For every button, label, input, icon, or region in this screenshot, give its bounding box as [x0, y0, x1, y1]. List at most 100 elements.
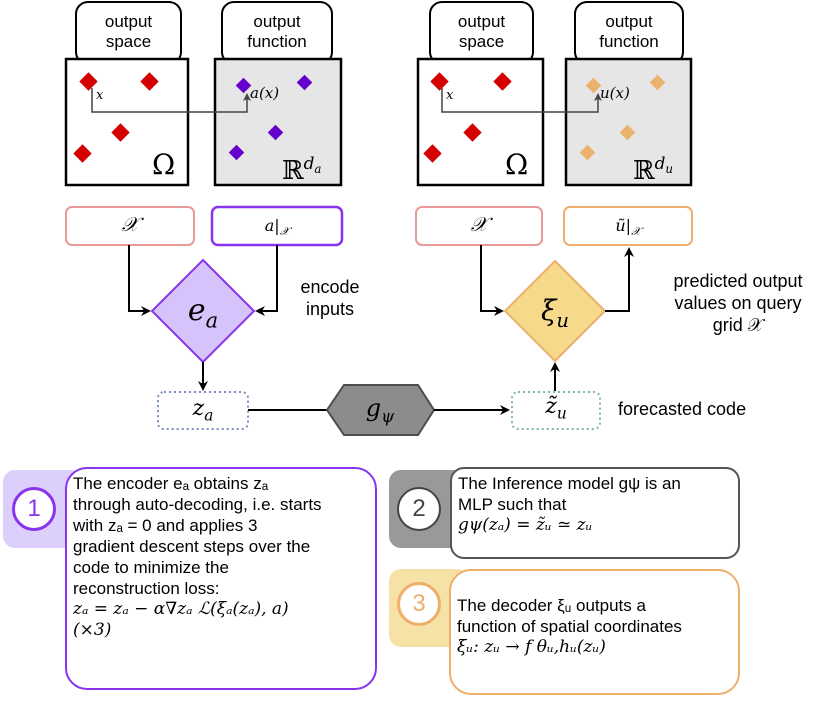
red-point	[493, 72, 512, 91]
forecasted-code-annotation: forecasted code	[618, 399, 747, 419]
inference-sub: ψ	[381, 405, 395, 426]
input-space-panel	[64, 57, 190, 187]
decoder-label: ξu	[515, 296, 595, 336]
code-a-box	[157, 391, 249, 430]
encoder-sub: a	[205, 308, 219, 333]
arrow-grid-to-encoder	[128, 245, 151, 316]
card-2-inference-description: The Inference model gψ is an MLP such th…	[450, 467, 740, 559]
dim-sub: a	[314, 162, 322, 177]
a-bar: a|	[264, 216, 280, 235]
card-line: with zₐ = 0 and applies 3	[73, 516, 258, 535]
card-formula: gψ(zₐ) = z̃ᵤ ≃ zᵤ	[458, 515, 593, 535]
input-function-tab-label: output function	[222, 12, 332, 52]
orange-point	[579, 144, 596, 161]
u-pred-box	[563, 206, 693, 246]
grid-input-left-label: 𝒳	[121, 212, 139, 236]
red-point	[111, 123, 130, 142]
output-space-panel	[416, 57, 545, 187]
card-3-decoder-description: The decoder ξᵤ outputs a function of spa…	[449, 569, 740, 695]
real-symbol: ℝ	[282, 156, 304, 187]
encode-inputs-annotation: encode inputs	[290, 276, 370, 320]
encoder-label: ea	[163, 296, 243, 335]
step-1-badge: 1	[12, 487, 56, 531]
inference-hexagon	[325, 384, 436, 436]
mapping-arrow-u	[441, 88, 602, 113]
red-point	[140, 72, 159, 91]
dim-d: d	[654, 153, 666, 173]
predicted-annotation: predicted output values on query grid 𝒳	[648, 270, 828, 336]
omega-symbol-right: Ω	[505, 148, 529, 181]
code-u-box	[511, 391, 601, 430]
decoder-sub: u	[556, 308, 570, 332]
tab-line: function	[599, 32, 659, 51]
red-point	[73, 144, 92, 163]
annotation-line: values on query	[674, 293, 802, 313]
tab-line: output	[457, 12, 506, 31]
grid-input-right-label: 𝒳	[470, 212, 488, 236]
z-letter: z	[192, 396, 205, 421]
tab-line: output	[104, 12, 153, 31]
decoder-diamond	[503, 259, 607, 363]
code-u-label: z̃u	[512, 396, 600, 424]
grid-sub: 𝒳	[631, 224, 641, 238]
tab-line: space	[105, 32, 152, 51]
output-function-tab-label: output function	[575, 12, 683, 52]
card-line: The decoder ξᵤ outputs a	[457, 596, 646, 615]
u-pred-label: ũ|𝒳	[564, 216, 692, 242]
card-line: The Inference model gψ is an	[458, 474, 681, 493]
output-function-panel	[564, 57, 693, 187]
tab-line: function	[247, 32, 307, 51]
output-space-tab-label: output space	[430, 12, 533, 52]
red-point	[463, 123, 482, 142]
red-point	[423, 144, 442, 163]
xi-letter: ξ	[540, 294, 557, 327]
e-letter: e	[187, 293, 206, 328]
annotation-line: inputs	[305, 299, 355, 319]
annotation-line: grid 𝒳	[712, 315, 764, 335]
red-point	[79, 72, 98, 91]
a-on-grid-label: a|𝒳	[212, 216, 342, 242]
card-line: gradient descent steps over the	[73, 537, 311, 556]
real-space-u-symbol: ℝdu	[633, 148, 673, 186]
step-2-badge: 2	[397, 487, 441, 531]
dim-d: d	[303, 153, 315, 173]
grid-input-box-right	[415, 206, 543, 246]
real-symbol: ℝ	[633, 156, 655, 187]
card-line: through auto-decoding, i.e. starts	[73, 495, 322, 514]
card-line: The encoder eₐ obtains zₐ	[73, 474, 269, 493]
u-tilde-bar: ũ|	[615, 216, 632, 235]
inference-label: gψ	[340, 396, 420, 428]
omega-symbol-left: Ω	[152, 148, 176, 181]
red-point	[430, 72, 449, 91]
tab-line: space	[458, 32, 505, 51]
code-sub: u	[556, 404, 567, 423]
mapping-arrow-a	[91, 88, 251, 113]
output-point-x-label: x	[446, 88, 454, 103]
card-1-encoder-description: The encoder eₐ obtains zₐ through auto-d…	[65, 467, 377, 690]
input-point-x-label: x	[96, 88, 104, 103]
input-space-tab-label: output space	[76, 12, 181, 52]
dim-exponent: da	[303, 153, 322, 177]
dim-sub: u	[665, 162, 674, 177]
dim-exponent: du	[654, 153, 674, 177]
card-formula: ξᵤ: zᵤ → f θᵤ,hᵤ(zᵤ)	[457, 637, 606, 657]
card-line: reconstruction loss:	[73, 579, 220, 598]
arrow-a-to-encoder	[255, 245, 278, 316]
tab-line: output	[253, 12, 301, 31]
a-of-x-label: a(x)	[250, 84, 280, 102]
arrow-grid-to-decoder	[480, 245, 504, 316]
card-line: code to minimize the	[73, 558, 229, 577]
step-3-badge: 3	[397, 582, 441, 626]
annotation-line: encode	[300, 277, 360, 297]
card-formula: (×3)	[73, 620, 112, 640]
code-a-label: za	[158, 398, 248, 426]
annotation-line: predicted output	[673, 271, 803, 291]
input-function-panel	[213, 57, 343, 187]
u-of-x-label: u(x)	[600, 84, 630, 102]
card-line: function of spatial coordinates	[457, 617, 682, 636]
g-letter: g	[365, 394, 382, 422]
card-line: MLP such that	[458, 495, 567, 514]
grid-sub: 𝒳	[279, 224, 290, 238]
card-formula: zₐ = zₐ − α∇zₐ ℒ(ξₐ(zₐ), a)	[73, 599, 289, 619]
